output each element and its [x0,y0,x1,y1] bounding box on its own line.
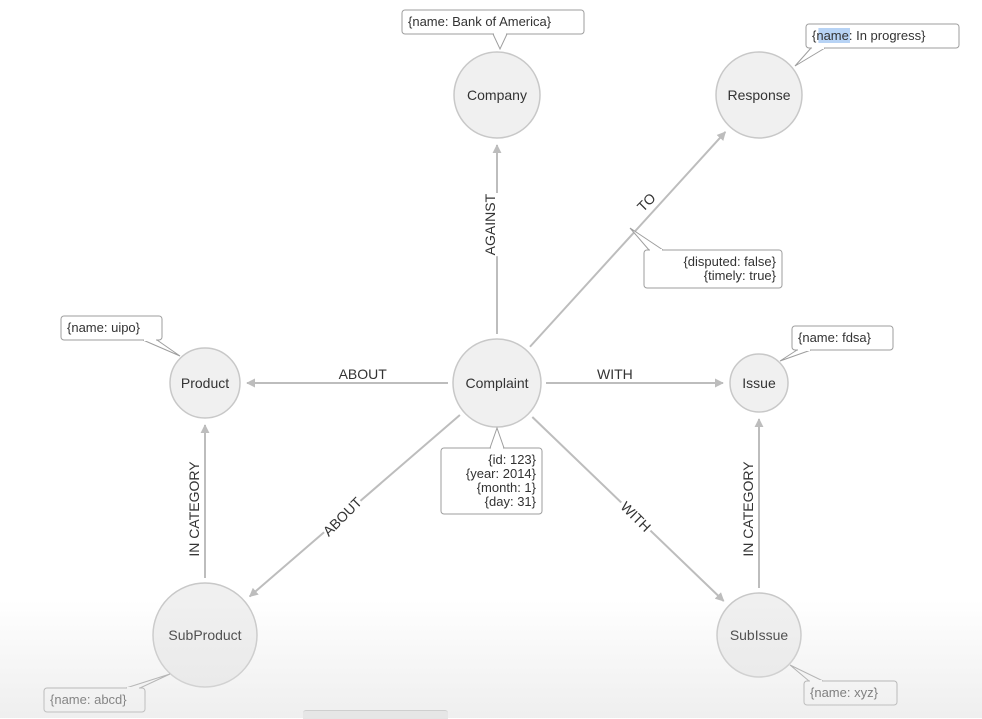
callout-line: {day: 31} [485,494,537,509]
node-issue[interactable]: Issue [729,353,789,413]
callout-box [643,249,783,289]
node-response[interactable]: Response [715,51,803,139]
node-label: Product [181,375,229,391]
node-complaint[interactable]: Complaint [452,338,542,428]
callout-line: {name: uipo} [67,320,141,335]
edge-label: ABOUT [339,366,388,382]
edge-label: IN CATEGORY [740,461,756,557]
callout-line: {timely: true} [704,268,777,283]
callout-issue-props: {name: fdsa} [779,325,894,362]
callout-subissue-props: {name: xyz} [789,664,898,706]
callout-line: {disputed: false} [683,254,776,269]
node-circle[interactable] [729,353,789,413]
edge-label: IN CATEGORY [186,461,202,557]
edge-subissue-category[interactable]: IN CATEGORY [739,418,764,588]
node-label: Complaint [465,375,528,391]
node-circle[interactable] [453,51,541,139]
edge-with-subissue[interactable]: WITH [531,416,725,602]
text-selection-highlight [818,28,850,43]
callout-product-props: {name: uipo} [60,315,181,357]
callout-line: {id: 123} [488,452,536,467]
edge-to[interactable]: TO [529,131,727,348]
node-subproduct[interactable]: SubProduct [152,582,258,688]
edge-subproduct-category[interactable]: IN CATEGORY [185,424,210,578]
edge-to-line[interactable] [529,131,727,348]
node-company[interactable]: Company [453,51,541,139]
callout-line: {year: 2014} [466,466,537,481]
edge-label: AGAINST [482,193,498,255]
node-subissue[interactable]: SubIssue [716,592,802,678]
node-label: Issue [742,375,776,391]
callout-line: {month: 1} [477,480,537,495]
callout-response-edge-props: {disputed: false}{timely: true} [629,227,783,289]
callout-line: {name: fdsa} [798,330,872,345]
edge-about-product[interactable]: ABOUT [246,366,448,388]
edge-label: ABOUT [320,494,366,540]
callout-company-props: {name: Bank of America} [401,9,585,51]
edge-about-subproduct[interactable]: ABOUT [248,414,461,598]
bottom-scrollbar[interactable] [303,710,448,719]
edge-label: WITH [597,366,633,382]
callout-subproduct-props: {name: abcd} [43,673,171,713]
callout-line: {name: abcd} [50,692,127,707]
node-circle[interactable] [715,51,803,139]
callout-box [791,325,894,351]
node-circle[interactable] [169,347,241,419]
callout-line: {name: In progress} [812,28,926,43]
node-label: Company [467,87,527,103]
node-label: SubProduct [168,627,241,643]
node-label: SubIssue [730,627,789,643]
callout-line: {name: Bank of America} [408,14,552,29]
callout-complaint-props: {id: 123}{year: 2014}{month: 1}{day: 31} [440,426,543,515]
callout-box [60,315,163,341]
edge-with-issue[interactable]: WITH [546,366,724,388]
edge-against[interactable]: AGAINST [481,144,502,334]
callout-box [401,9,585,35]
callout-response-props: {name: In progress} [794,23,960,67]
callout-line: {name: xyz} [810,685,879,700]
node-label: Response [727,87,790,103]
node-product[interactable]: Product [169,347,241,419]
